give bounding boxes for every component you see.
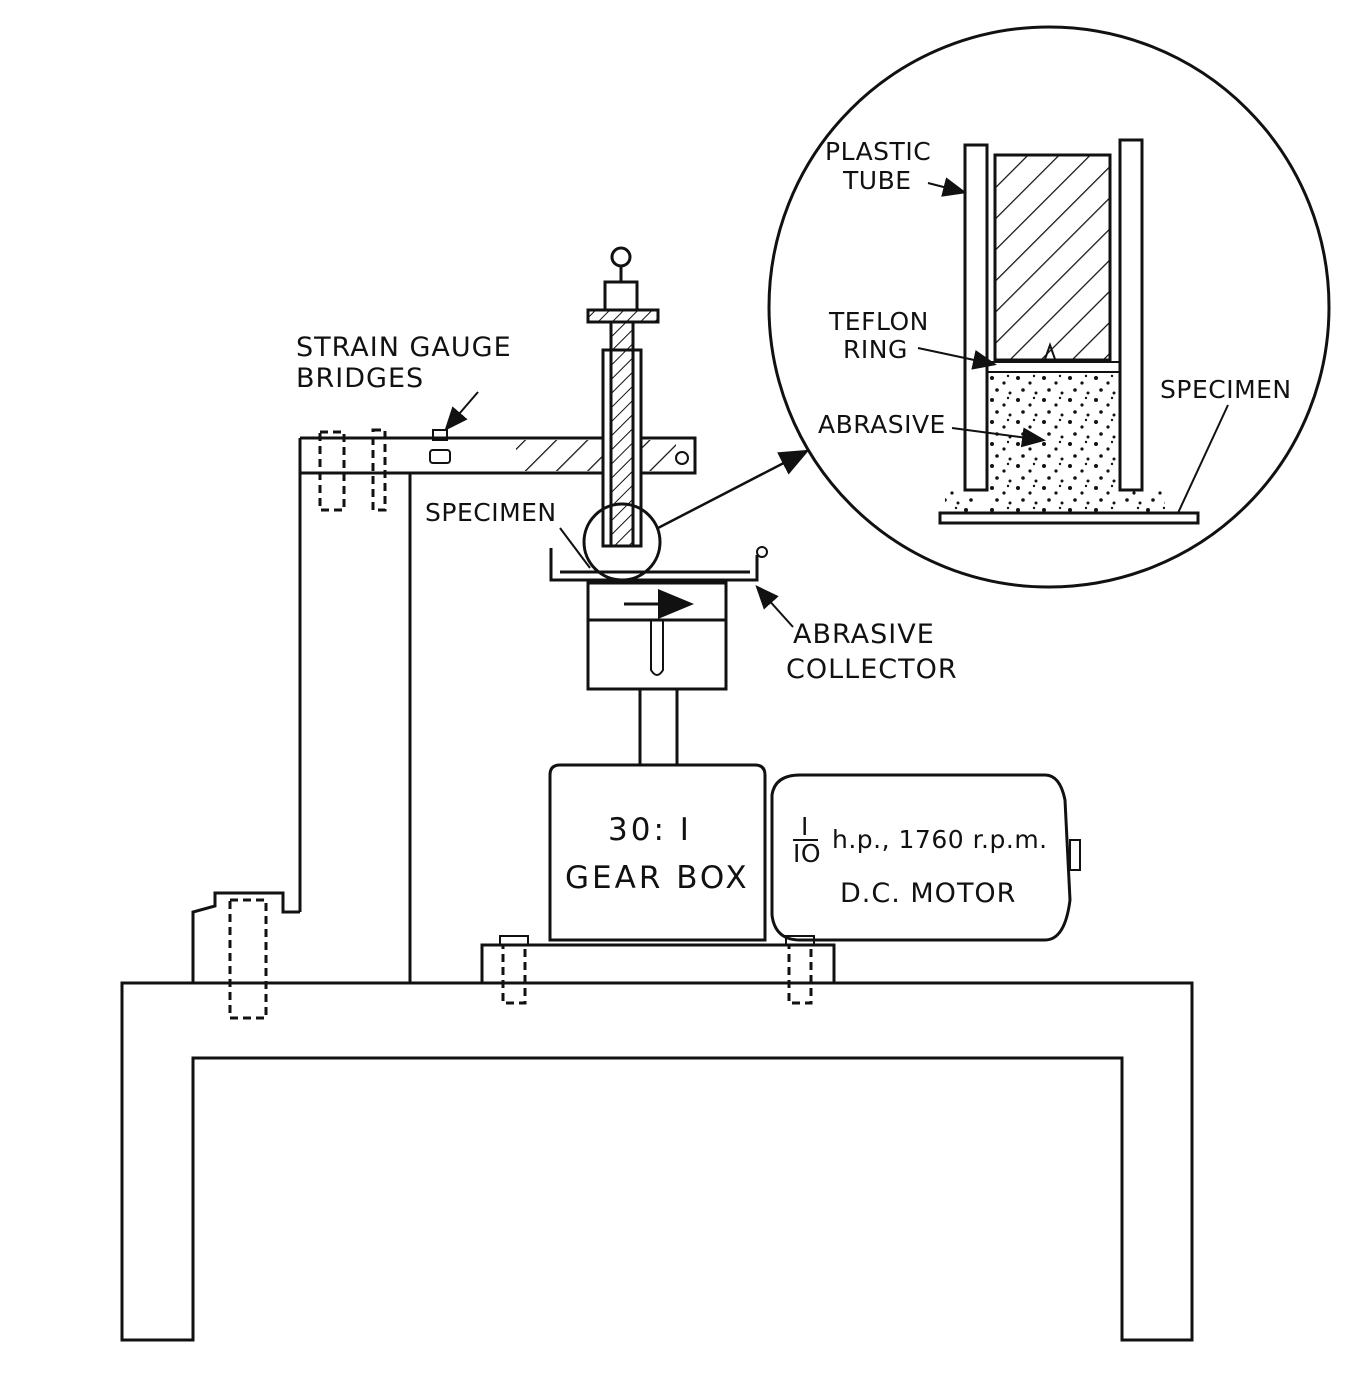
gear-box-label: GEAR BOX: [565, 860, 750, 896]
detail-specimen-label: SPECIMEN: [1160, 375, 1292, 404]
strain-gauge-label-line2: BRIDGES: [296, 363, 424, 394]
detail-teflon-ring-line2: RING: [843, 335, 908, 364]
motor-spec-label: h.p., 1760 r.p.m.: [832, 825, 1048, 854]
detail-pointer-arrow: [657, 449, 810, 530]
abrasive-collector-label-line1: ABRASIVE: [793, 619, 935, 650]
loading-rod: [586, 246, 660, 548]
table-frame: [120, 981, 1194, 1342]
gear-box: [548, 763, 767, 942]
specimen-leader: [559, 527, 591, 569]
detail-plastic-tube-line2: TUBE: [842, 166, 912, 195]
gear-box-ratio: 30: I: [608, 812, 692, 848]
motor-base-plate: [480, 935, 836, 1005]
cantilever-stand: [191, 428, 697, 1020]
strain-gauge-leader: [444, 391, 479, 432]
abrasive-collector-assembly: [549, 546, 768, 765]
motor-label: D.C. MOTOR: [840, 878, 1016, 909]
collector-leader: [755, 585, 794, 628]
detail-teflon-ring-line1: TEFLON: [828, 307, 929, 336]
detail-plastic-tube-line1: PLASTIC: [825, 137, 931, 166]
specimen-label: SPECIMEN: [425, 498, 557, 527]
motor-fraction-denominator: IO: [793, 839, 821, 868]
detail-view-circle: [767, 25, 1331, 589]
strain-gauge-label-line1: STRAIN GAUGE: [296, 332, 512, 363]
detail-abrasive-label: ABRASIVE: [818, 410, 946, 439]
detail-view: [767, 25, 1331, 589]
abrasive-collector-label-line2: COLLECTOR: [786, 654, 958, 685]
motor-fraction-numerator: I: [801, 812, 809, 841]
